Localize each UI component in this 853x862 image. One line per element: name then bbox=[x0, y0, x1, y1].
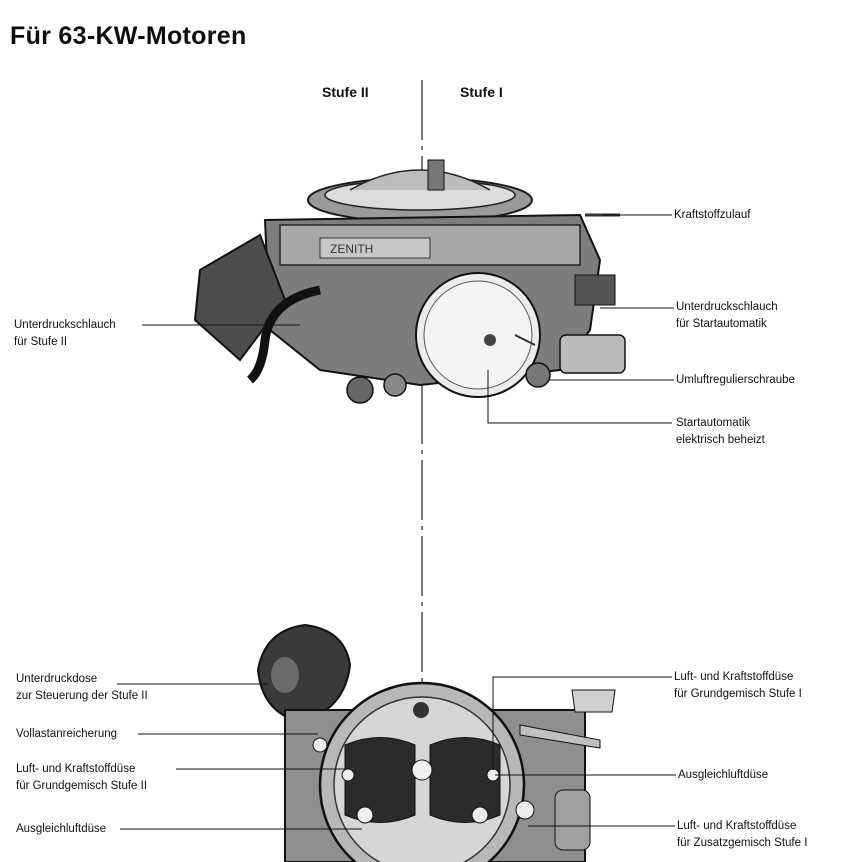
label-text: für Grundgemisch Stufe II bbox=[16, 780, 148, 792]
carburetor-top-view bbox=[256, 623, 616, 862]
label-text: für Zusatzgemisch Stufe I bbox=[677, 837, 808, 849]
svg-text:ZENITH: ZENITH bbox=[330, 242, 373, 256]
label-text: für Stufe II bbox=[14, 336, 68, 348]
label-unterdruckdose: Unterdruckdose zur Steuerung der Stufe I… bbox=[16, 671, 148, 705]
stage-2-label: Stufe II bbox=[322, 84, 369, 100]
label-duese-zusatzgemisch-stufe1: Luft- und Kraftstoffdüse für Zusatzgemis… bbox=[677, 818, 807, 852]
label-ausgleichluftduese-right: Ausgleichluftdüse bbox=[678, 767, 768, 784]
label-duese-grundgemisch-stufe2: Luft- und Kraftstoffdüse für Grundgemisc… bbox=[16, 761, 147, 795]
label-umluftregulierschraube: Umluftregulierschraube bbox=[676, 372, 795, 389]
label-text: Startautomatik bbox=[676, 417, 751, 429]
label-startautomatik: Startautomatik elektrisch beheizt bbox=[676, 415, 765, 449]
label-unterdruckschlauch-stufe2: Unterdruckschlauch für Stufe II bbox=[14, 317, 116, 351]
carburetor-side-view: ZENITH bbox=[193, 159, 626, 404]
label-text: für Startautomatik bbox=[676, 318, 767, 330]
label-text: Luft- und Kraftstoffdüse bbox=[677, 820, 797, 832]
label-text: Unterdruckdose bbox=[16, 673, 98, 685]
page-title: Für 63-KW-Motoren bbox=[10, 22, 247, 50]
label-text: Vollastanreicherung bbox=[16, 728, 118, 740]
label-text: für Grundgemisch Stufe I bbox=[674, 688, 802, 700]
label-ausgleichluftduese-left: Ausgleichluftdüse bbox=[16, 821, 106, 838]
label-text: Ausgleichluftdüse bbox=[16, 823, 107, 835]
label-text: Unterdruckschlauch bbox=[676, 301, 778, 313]
label-text: Luft- und Kraftstoffdüse bbox=[16, 763, 136, 775]
label-text: elektrisch beheizt bbox=[676, 434, 765, 446]
label-text: Unterdruckschlauch bbox=[14, 319, 116, 331]
label-vollastanreicherung: Vollastanreicherung bbox=[16, 726, 117, 743]
stage-1-label: Stufe I bbox=[460, 84, 503, 100]
label-unterdruckschlauch-startautomatik: Unterdruckschlauch für Startautomatik bbox=[676, 299, 778, 333]
label-duese-grundgemisch-stufe1: Luft- und Kraftstoffdüse für Grundgemisc… bbox=[674, 669, 802, 703]
label-text: Luft- und Kraftstoffdüse bbox=[674, 671, 794, 683]
label-text: Umluftregulierschraube bbox=[676, 374, 795, 386]
label-text: Ausgleichluftdüse bbox=[678, 769, 769, 781]
label-text: Kraftstoffzulauf bbox=[674, 209, 751, 221]
label-text: zur Steuerung der Stufe II bbox=[16, 690, 148, 702]
label-kraftstoffzulauf: Kraftstoffzulauf bbox=[674, 207, 751, 224]
